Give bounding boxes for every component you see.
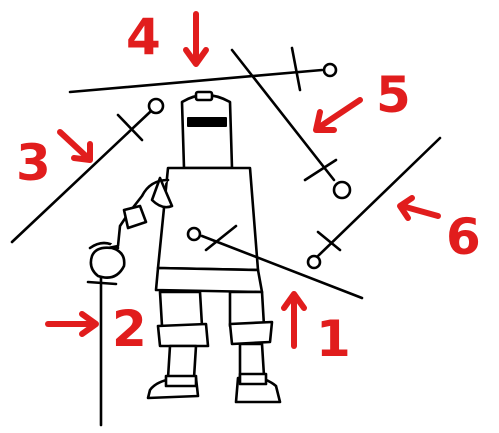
arrow-6 xyxy=(400,198,438,218)
label-1: 1 xyxy=(316,310,351,368)
hand xyxy=(91,248,124,278)
arrow-4 xyxy=(186,14,206,64)
arrow-5 xyxy=(316,100,360,130)
helmet xyxy=(182,95,232,168)
arrow-3 xyxy=(60,132,90,160)
label-4: 4 xyxy=(126,8,161,66)
helmet-visor xyxy=(188,118,226,126)
label-5: 5 xyxy=(376,66,411,124)
torso xyxy=(158,168,258,270)
label-3: 3 xyxy=(16,134,51,192)
label-6: 6 xyxy=(446,208,481,266)
arrow-1 xyxy=(284,294,304,346)
arrow-2 xyxy=(48,314,96,334)
sword-6 xyxy=(308,138,440,268)
label-2: 2 xyxy=(112,300,147,358)
